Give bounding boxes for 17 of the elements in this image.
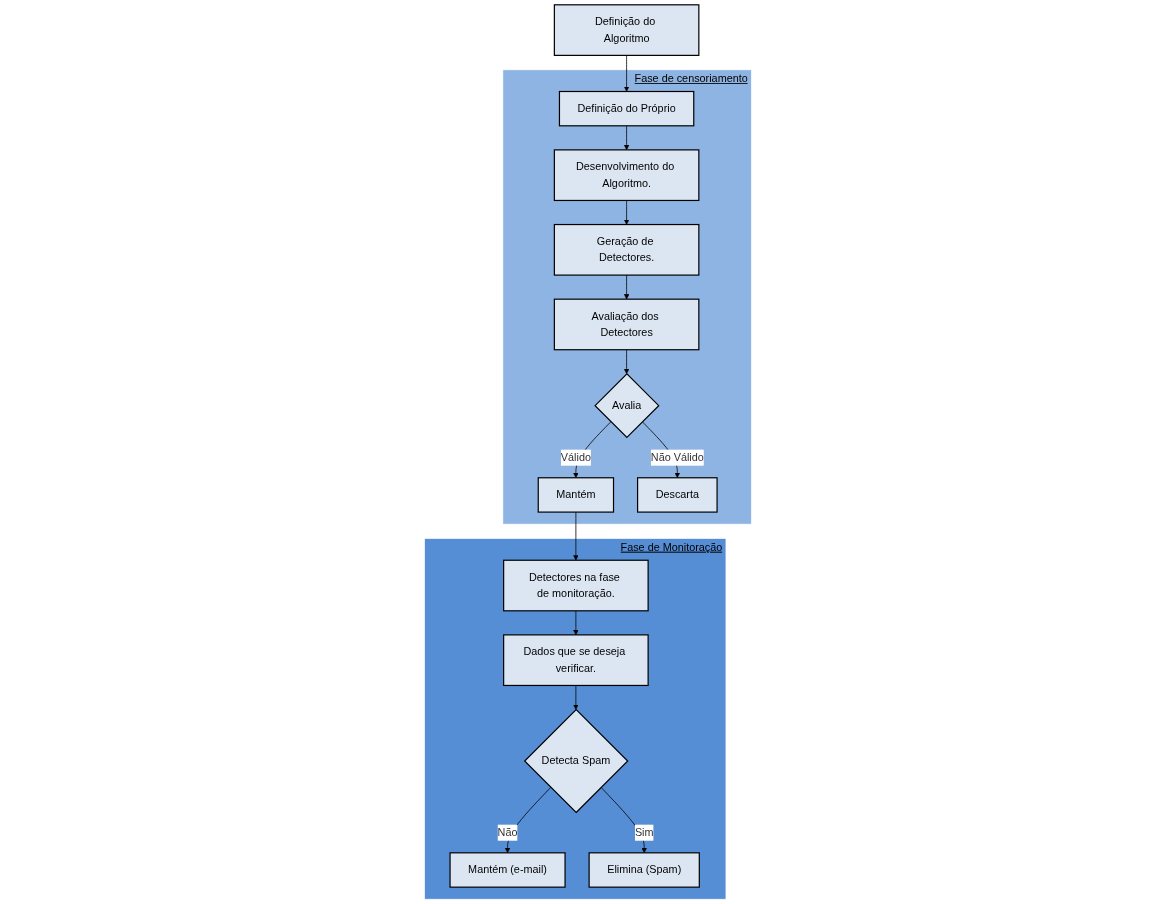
edge-label: Sim xyxy=(634,826,654,839)
edge-label: Não xyxy=(497,826,518,839)
node-box: Definição do Próprio xyxy=(558,90,695,127)
edge-label: Não Válido xyxy=(650,451,704,464)
node-diamond: Detecta Spam xyxy=(523,708,629,814)
node-box: Desenvolvimento do Algoritmo. xyxy=(553,149,700,202)
node-box: Detectores na fase de monitoração. xyxy=(503,559,649,612)
node-box: Descarta xyxy=(637,477,718,513)
node-box: Elimina (Spam) xyxy=(588,852,700,888)
node-box: Definição do Algoritmo xyxy=(553,4,700,56)
node-box: Geração de Detectores. xyxy=(553,223,700,276)
node-box: Mantém (e-mail) xyxy=(449,852,566,888)
node-box: Avaliação dos Detectores xyxy=(553,298,700,351)
node-box: Dados que se deseja verificar. xyxy=(503,634,649,687)
node-diamond: Avalia xyxy=(594,372,660,439)
node-box: Mantém xyxy=(537,477,615,513)
edge-label: Válido xyxy=(560,451,591,464)
